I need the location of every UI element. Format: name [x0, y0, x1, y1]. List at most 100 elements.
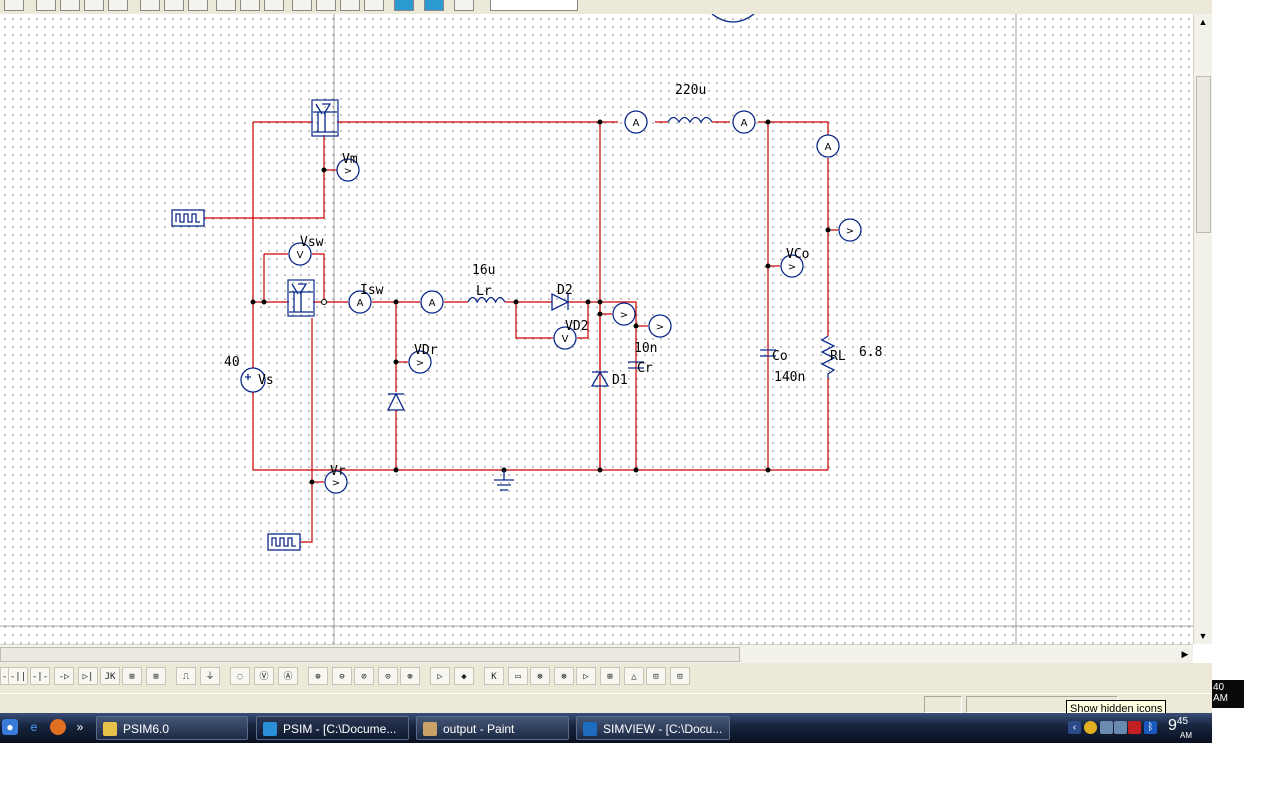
toolbar-button[interactable]	[84, 0, 104, 11]
diode-d2-icon[interactable]	[551, 292, 570, 312]
source-element-icon[interactable]: ⊘	[354, 667, 374, 685]
voltmeter-icon[interactable]: V	[288, 242, 312, 266]
volume-icon[interactable]	[1114, 721, 1127, 734]
gating-block-bottom-icon[interactable]	[267, 533, 301, 551]
toolbar-button[interactable]	[364, 0, 384, 11]
sensor-element-icon[interactable]: ⊛	[554, 667, 574, 685]
taskbar-clock[interactable]: 945 AM	[1168, 716, 1192, 740]
mosfet-bottom-icon[interactable]	[287, 279, 315, 317]
capacitor-element-icon[interactable]: -||	[8, 667, 28, 685]
horizontal-scroll-thumb[interactable]	[0, 647, 740, 662]
voltage-probe-icon[interactable]: >	[838, 218, 862, 242]
mosfet-top-icon[interactable]	[311, 99, 339, 137]
toolbar-button[interactable]	[140, 0, 160, 11]
source-element-icon[interactable]: ⊙	[378, 667, 398, 685]
source-element-icon[interactable]: ⊕	[308, 667, 328, 685]
scroll-up-icon[interactable]: ▲	[1198, 17, 1208, 27]
messenger-icon[interactable]	[1084, 721, 1097, 734]
toolbar-button[interactable]	[240, 0, 260, 11]
limiter-element-icon[interactable]: ◆	[454, 667, 474, 685]
diode-dr-icon[interactable]	[386, 392, 406, 411]
block-element-icon[interactable]: ⊞	[600, 667, 620, 685]
block-element-icon[interactable]: ⊡	[670, 667, 690, 685]
toolbar-button[interactable]	[188, 0, 208, 11]
toolbar-button[interactable]	[264, 0, 284, 11]
vertical-scroll-thumb[interactable]	[1196, 76, 1211, 233]
switch-element-icon[interactable]: ⊞	[122, 667, 142, 685]
horizontal-scrollbar[interactable]: ▶	[0, 644, 1193, 663]
vertical-scrollbar[interactable]: ▲ ▼	[1193, 14, 1212, 644]
toolbar-button[interactable]	[36, 0, 56, 11]
status-bar	[0, 693, 1212, 714]
scroll-down-icon[interactable]: ▼	[1198, 631, 1208, 641]
voltage-probe-icon[interactable]: >	[324, 470, 348, 494]
probe-element-icon[interactable]: ◌	[230, 667, 250, 685]
voltmeter-element-icon[interactable]: Ⓥ	[254, 667, 274, 685]
switch-controller-icon[interactable]: ▷	[576, 667, 596, 685]
source-element-icon[interactable]: ⊖	[332, 667, 352, 685]
ammeter-icon[interactable]: A	[816, 134, 840, 158]
zoom-combo[interactable]	[490, 0, 578, 11]
gain-element-icon[interactable]: K	[484, 667, 504, 685]
capacitor-element-icon[interactable]: -|-	[30, 667, 50, 685]
comparator-element-icon[interactable]: ▷	[430, 667, 450, 685]
toolbar-button[interactable]	[340, 0, 360, 11]
jk-flipflop-icon[interactable]: JK	[100, 667, 120, 685]
security-alert-icon[interactable]	[1128, 721, 1141, 734]
ammeter-icon[interactable]: A	[348, 290, 372, 314]
toolbar-button[interactable]	[60, 0, 80, 11]
toolbar-button[interactable]	[216, 0, 236, 11]
ammeter-icon[interactable]: A	[624, 110, 648, 134]
toolbar-button[interactable]	[164, 0, 184, 11]
diode-d1-icon[interactable]	[590, 370, 610, 387]
voltmeter-icon[interactable]: V	[553, 326, 577, 350]
voltage-probe-icon[interactable]: >	[612, 302, 636, 326]
capacitor-co-icon[interactable]	[760, 349, 776, 357]
firefox-icon[interactable]	[50, 719, 66, 735]
ground-element-icon[interactable]: ⏚	[200, 667, 220, 685]
toolbar-button[interactable]	[108, 0, 128, 11]
thyristor-element-icon[interactable]: ▷|	[78, 667, 98, 685]
taskbar-button-psim-folder[interactable]: PSIM6.0	[96, 716, 248, 740]
toolbar-button[interactable]	[316, 0, 336, 11]
voltage-probe-icon[interactable]: >	[336, 158, 360, 182]
schematic-canvas[interactable]: A A A A A V V > > > > > > > Vm Vsw Isw 1…	[0, 14, 1193, 644]
voltage-probe-icon[interactable]: >	[648, 314, 672, 338]
voltage-probe-icon[interactable]: >	[408, 350, 432, 374]
block-element-icon[interactable]: ▭	[508, 667, 528, 685]
ground-icon[interactable]	[494, 470, 514, 491]
block-element-icon[interactable]: ⊡	[646, 667, 666, 685]
diode-element-icon[interactable]: -▷	[54, 667, 74, 685]
taskbar-button-simview[interactable]: SIMVIEW - [C:\Docu...	[576, 716, 730, 740]
partial-meter-top	[711, 14, 755, 23]
capacitor-cr-icon[interactable]	[628, 361, 644, 369]
ammeter-icon[interactable]: A	[732, 110, 756, 134]
sensor-element-icon[interactable]: ⊛	[530, 667, 550, 685]
toolbar-button[interactable]	[424, 0, 444, 11]
gating-block-top-icon[interactable]	[171, 209, 205, 227]
start-orb-icon[interactable]: ●	[2, 719, 18, 735]
switch-element-icon[interactable]: ⊞	[146, 667, 166, 685]
voltage-probe-icon[interactable]: >	[780, 254, 804, 278]
toolbar-button[interactable]	[292, 0, 312, 11]
toolbar-button[interactable]	[454, 0, 474, 11]
network-icon[interactable]	[1100, 721, 1113, 734]
quick-launch-more-icon[interactable]: »	[76, 720, 84, 734]
source-element-icon[interactable]: ⊚	[400, 667, 420, 685]
dc-source-vs-icon[interactable]	[240, 367, 266, 393]
scroll-right-icon[interactable]: ▶	[1181, 649, 1189, 659]
toolbar-button[interactable]	[394, 0, 414, 11]
taskbar-button-psim[interactable]: PSIM - [C:\Docume...	[256, 716, 409, 740]
gating-element-icon[interactable]: ⎍	[176, 667, 196, 685]
internet-explorer-icon[interactable]: e	[30, 720, 38, 734]
toolbar-button[interactable]	[4, 0, 24, 11]
inductor-lr-icon[interactable]	[467, 296, 506, 304]
resistor-rl-icon[interactable]	[820, 335, 836, 378]
bluetooth-icon[interactable]: ᛒ	[1144, 721, 1157, 734]
taskbar-button-paint[interactable]: output - Paint	[416, 716, 569, 740]
block-element-icon[interactable]: △	[624, 667, 644, 685]
ammeter-element-icon[interactable]: Ⓐ	[278, 667, 298, 685]
inductor-l-icon[interactable]	[667, 116, 713, 124]
ammeter-icon[interactable]: A	[420, 290, 444, 314]
show-hidden-icons-chevron-icon[interactable]: ‹	[1068, 721, 1081, 734]
